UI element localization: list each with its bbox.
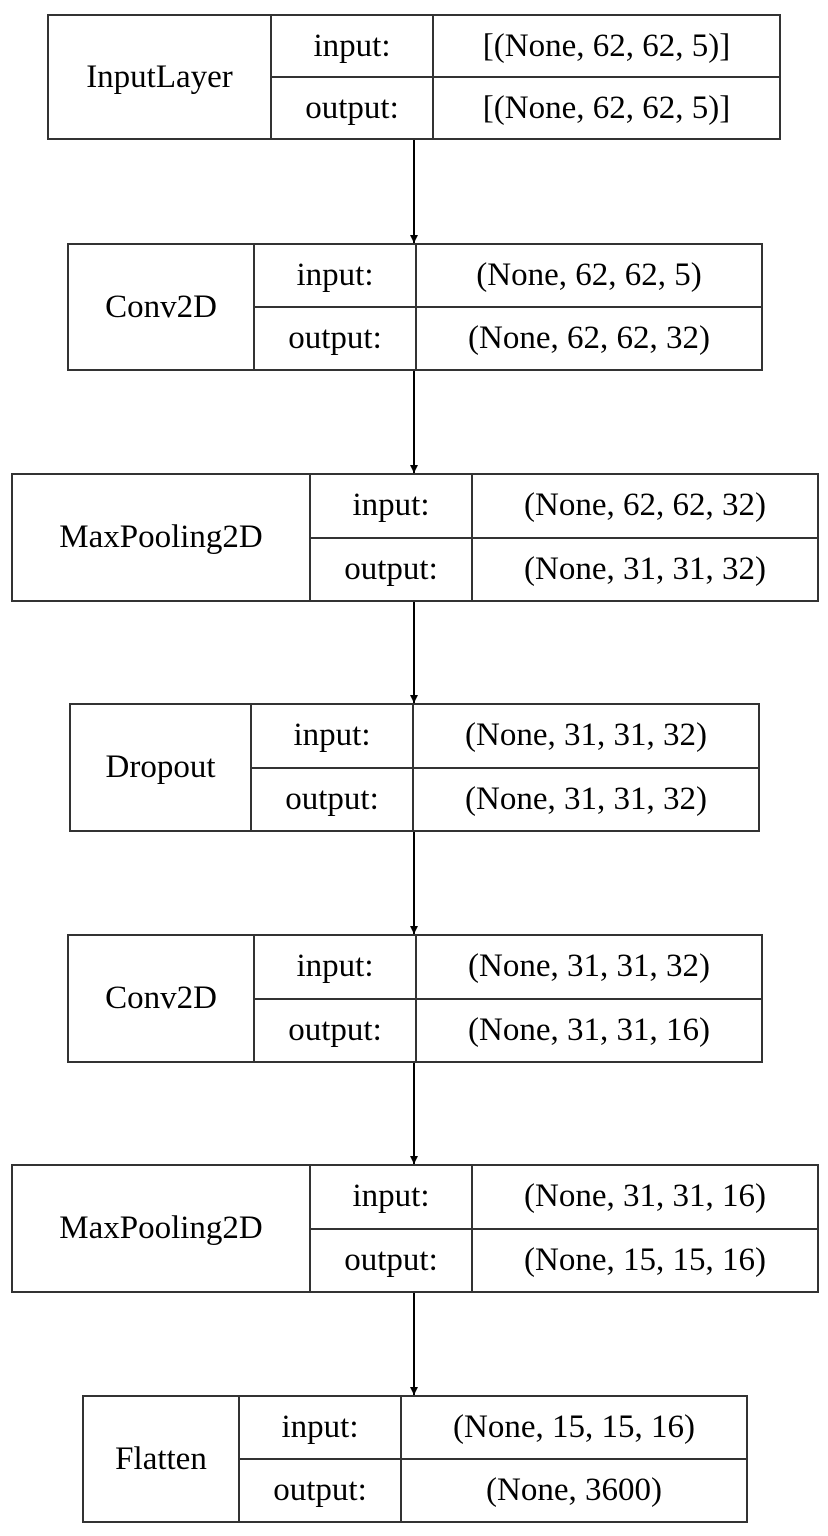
output-shape: (None, 31, 31, 16) xyxy=(468,1011,710,1048)
output-shape: [(None, 62, 62, 5)] xyxy=(482,89,731,126)
output-shape: (None, 3600) xyxy=(486,1472,662,1508)
layer-name: MaxPooling2D xyxy=(13,1166,311,1291)
input-label: input: xyxy=(311,1166,471,1230)
layer-node-inputlayer: InputLayer input: output: [(None, 62, 62… xyxy=(47,14,781,140)
input-shape: (None, 31, 31, 32) xyxy=(414,705,758,769)
layer-name: Conv2D xyxy=(69,245,255,369)
input-label: input: xyxy=(255,936,415,1000)
shape-column: (None, 31, 31, 16) (None, 15, 15, 16) xyxy=(473,1166,817,1291)
output-label: output: xyxy=(344,1241,438,1278)
shape-column: (None, 31, 31, 32) (None, 31, 31, 32) xyxy=(414,705,758,830)
output-label: output: xyxy=(273,1472,367,1508)
input-shape: (None, 31, 31, 32) xyxy=(417,936,761,1000)
layer-name: Flatten xyxy=(84,1397,240,1521)
shape-column: (None, 15, 15, 16) (None, 3600) xyxy=(402,1397,746,1521)
shape-column: (None, 62, 62, 5) (None, 62, 62, 32) xyxy=(417,245,761,369)
input-label: input: xyxy=(255,245,415,308)
io-label-column: input: output: xyxy=(311,1166,473,1291)
shape-column: (None, 62, 62, 32) (None, 31, 31, 32) xyxy=(473,475,817,600)
io-label-column: input: output: xyxy=(272,16,434,138)
output-label: output: xyxy=(344,550,438,587)
shape-column: (None, 31, 31, 32) (None, 31, 31, 16) xyxy=(417,936,761,1061)
input-shape: (None, 15, 15, 16) xyxy=(402,1397,746,1460)
io-label-column: input: output: xyxy=(255,245,417,369)
output-shape: (None, 62, 62, 32) xyxy=(468,320,710,356)
input-label: input: xyxy=(272,16,432,78)
layer-node-maxpooling2d: MaxPooling2D input: output: (None, 62, 6… xyxy=(11,473,819,602)
layer-node-flatten: Flatten input: output: (None, 15, 15, 16… xyxy=(82,1395,748,1523)
layer-node-dropout: Dropout input: output: (None, 31, 31, 32… xyxy=(69,703,760,832)
input-label: input: xyxy=(311,475,471,539)
io-label-column: input: output: xyxy=(255,936,417,1061)
io-label-column: input: output: xyxy=(311,475,473,600)
input-shape: (None, 31, 31, 16) xyxy=(473,1166,817,1230)
output-label: output: xyxy=(288,1011,382,1048)
layer-node-conv2d: Conv2D input: output: (None, 62, 62, 5) … xyxy=(67,243,763,371)
layer-name: InputLayer xyxy=(49,16,272,138)
output-label: output: xyxy=(305,89,399,126)
input-shape: (None, 62, 62, 5) xyxy=(417,245,761,308)
output-shape: (None, 31, 31, 32) xyxy=(465,780,707,817)
input-shape: (None, 62, 62, 32) xyxy=(473,475,817,539)
layer-name: Dropout xyxy=(71,705,252,830)
input-shape: [(None, 62, 62, 5)] xyxy=(434,16,779,78)
output-label: output: xyxy=(288,320,382,356)
layer-name: MaxPooling2D xyxy=(13,475,311,600)
io-label-column: input: output: xyxy=(240,1397,402,1521)
input-label: input: xyxy=(252,705,412,769)
output-label: output: xyxy=(285,780,379,817)
layer-node-conv2d: Conv2D input: output: (None, 31, 31, 32)… xyxy=(67,934,763,1063)
output-shape: (None, 31, 31, 32) xyxy=(524,550,766,587)
io-label-column: input: output: xyxy=(252,705,414,830)
layer-node-maxpooling2d: MaxPooling2D input: output: (None, 31, 3… xyxy=(11,1164,819,1293)
output-shape: (None, 15, 15, 16) xyxy=(524,1241,766,1278)
input-label: input: xyxy=(240,1397,400,1460)
shape-column: [(None, 62, 62, 5)] [(None, 62, 62, 5)] xyxy=(434,16,779,138)
layer-name: Conv2D xyxy=(69,936,255,1061)
